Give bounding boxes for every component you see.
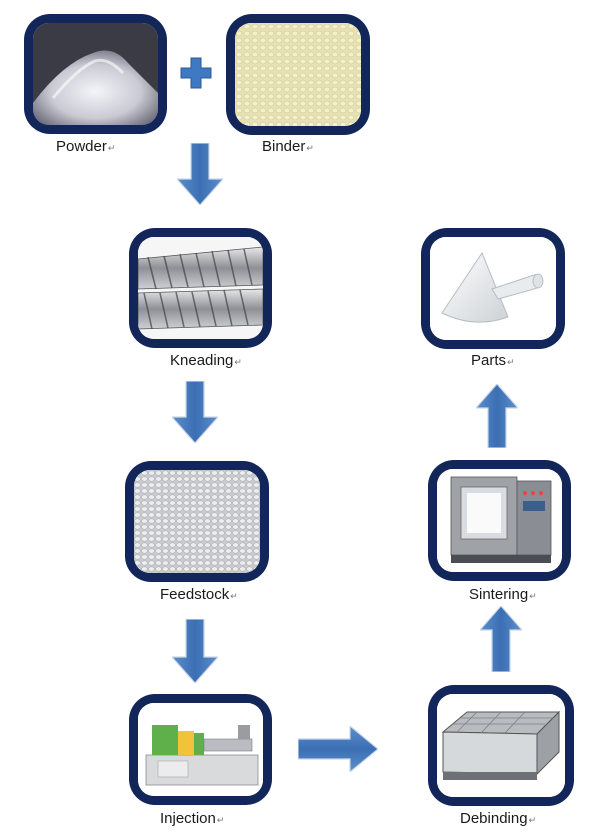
binder-label: Binder↵ xyxy=(262,138,314,155)
arrow-down-icon xyxy=(172,619,218,683)
arrow-right-icon xyxy=(298,726,378,772)
kneading-image xyxy=(138,237,263,339)
powder-label: Powder↵ xyxy=(56,138,116,155)
arrow-down-icon xyxy=(177,143,223,205)
binder-image-frame xyxy=(226,14,370,135)
parts-image-frame xyxy=(421,228,565,349)
plus-icon xyxy=(179,56,213,90)
kneading-label: Kneading↵ xyxy=(170,352,242,369)
sintering-image xyxy=(437,469,562,572)
debinding-label: Debinding↵ xyxy=(460,810,537,827)
feedstock-image xyxy=(134,470,260,573)
powder-image xyxy=(33,23,158,125)
injection-image-frame xyxy=(129,694,272,805)
binder-image xyxy=(235,23,361,126)
arrow-down-icon xyxy=(172,381,218,443)
parts-image xyxy=(430,237,556,340)
sintering-image-frame xyxy=(428,460,571,581)
injection-image xyxy=(138,703,263,796)
powder-image-frame xyxy=(24,14,167,134)
debinding-image xyxy=(437,694,565,797)
debinding-image-frame xyxy=(428,685,574,806)
feedstock-label: Feedstock↵ xyxy=(160,586,238,603)
kneading-image-frame xyxy=(129,228,272,348)
arrow-up-icon xyxy=(476,384,518,448)
sintering-label: Sintering↵ xyxy=(469,586,537,603)
arrow-up-icon xyxy=(480,606,522,672)
feedstock-image-frame xyxy=(125,461,269,582)
injection-label: Injection↵ xyxy=(160,810,225,827)
parts-label: Parts↵ xyxy=(471,352,515,369)
